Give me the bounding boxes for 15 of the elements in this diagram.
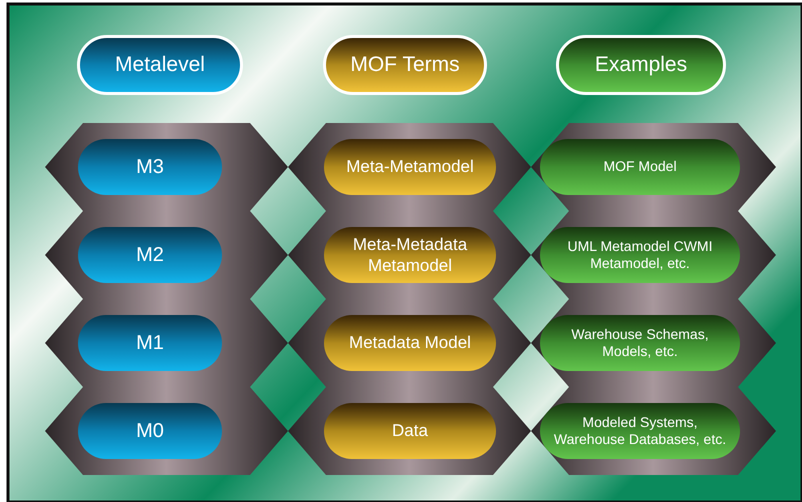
level-pill: M3 xyxy=(78,139,222,195)
level-pill: Meta-Metadata Metamodel xyxy=(324,227,496,283)
level-pill: M2 xyxy=(78,227,222,283)
level-pill: Warehouse Schemas, Models, etc. xyxy=(540,315,740,371)
level-pill: M1 xyxy=(78,315,222,371)
level-pill: UML Metamodel CWMI Metamodel, etc. xyxy=(540,227,740,283)
level-pill: MOF Model xyxy=(540,139,740,195)
level-pill: Modeled Systems, Warehouse Databases, etc. xyxy=(540,403,740,459)
level-pill: Metadata Model xyxy=(324,315,496,371)
header-pill: MOF Terms xyxy=(323,35,487,95)
level-pill: Meta-Metamodel xyxy=(324,139,496,195)
level-pill: M0 xyxy=(78,403,222,459)
header-pill: Examples xyxy=(556,35,726,95)
header-pill: Metalevel xyxy=(77,35,243,95)
level-pill: Data xyxy=(324,403,496,459)
